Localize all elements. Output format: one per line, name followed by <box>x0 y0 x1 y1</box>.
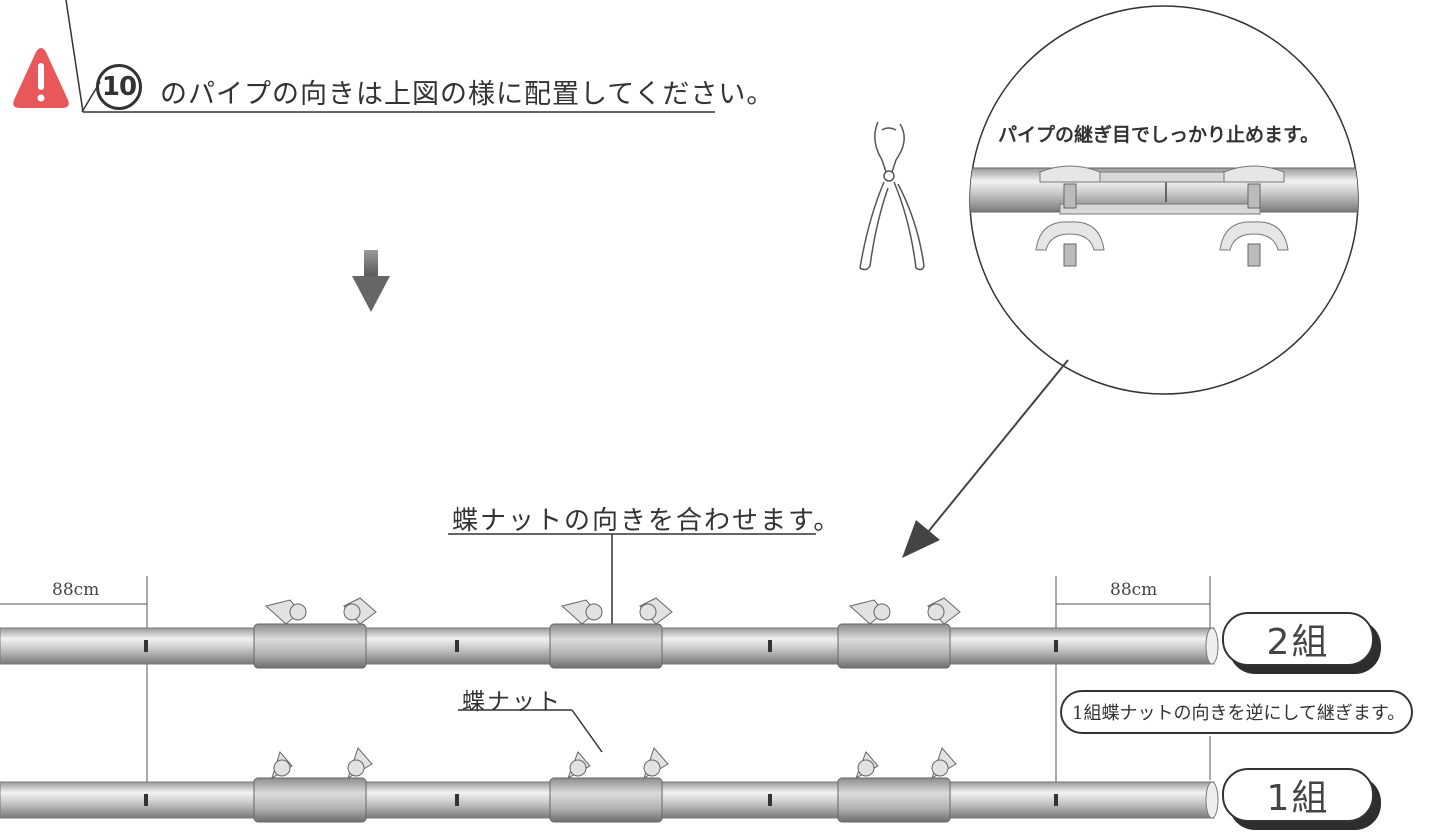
wing-nut-label: 蝶ナット <box>462 689 562 715</box>
nut-align-label: 蝶ナットの向きを合わせます。 <box>452 506 842 536</box>
step-number-badge: 10 <box>96 64 142 110</box>
pipe-set-1 <box>0 747 1219 823</box>
pointer-arrow <box>902 359 1069 558</box>
warning-triangle-icon <box>13 48 69 108</box>
set-2-badge: 2組 <box>1222 612 1374 666</box>
callout-lines <box>448 533 816 753</box>
pipe-set-2 <box>0 597 1219 669</box>
pliers-icon <box>859 121 925 271</box>
down-arrow-icon <box>352 250 390 312</box>
dimension-lines <box>0 576 1211 790</box>
set-1-badge: 1組 <box>1222 768 1374 822</box>
dimension-right-label: 88cm <box>1110 580 1158 600</box>
reverse-note-label: 1組蝶ナットの向きを逆にして継ぎます。 <box>1060 690 1414 734</box>
warning-text: のパイプの向きは上図の様に配置してください。 <box>160 79 775 110</box>
dimension-left-label: 88cm <box>52 580 100 600</box>
detail-circle <box>969 5 1359 395</box>
detail-caption: パイプの継ぎ目でしっかり止めます。 <box>998 124 1320 146</box>
